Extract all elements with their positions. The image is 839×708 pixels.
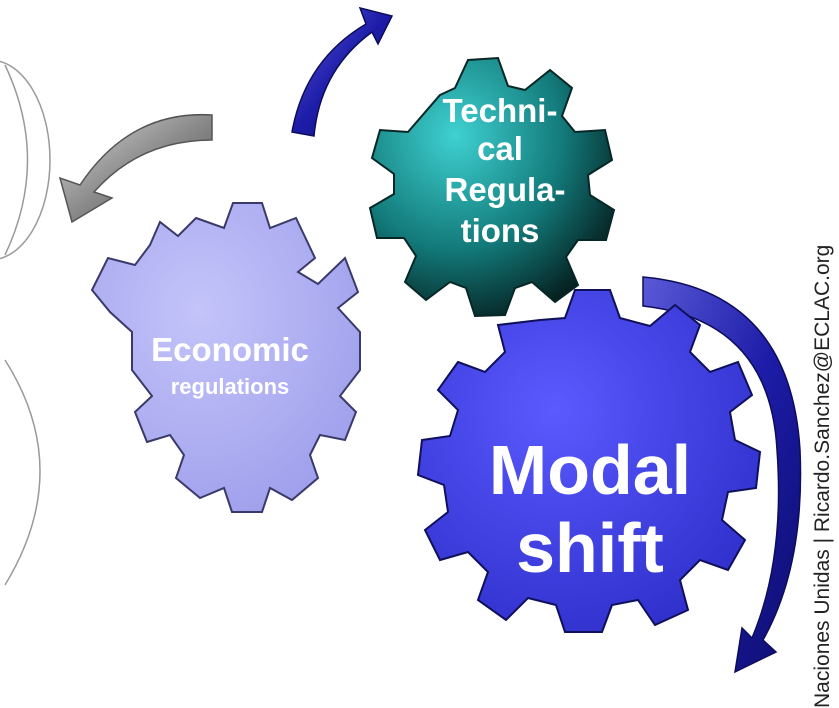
- technical-gear-line-4: tions: [461, 212, 540, 249]
- left-circle-bottom: [4, 359, 41, 586]
- left-circle-top: [0, 60, 51, 260]
- economic-gear-line-1: Economic: [151, 331, 309, 368]
- technical-regulations-gear: Techni- cal Regula- tions: [368, 56, 616, 318]
- vertical-footer-text-container: Naciones Unidas | Ricardo.Sanchez@ECLAC.…: [811, 0, 839, 708]
- technical-gear-line-2: cal: [477, 130, 523, 167]
- modal-gear-line-1: Modal: [489, 431, 691, 509]
- economic-regulations-gear: Economic regulations: [90, 202, 361, 513]
- technical-gear-line-3: Regula-: [444, 171, 565, 208]
- blue-curved-arrow-right: [642, 276, 802, 674]
- left-circle-top-edge: [4, 64, 29, 256]
- modal-gear-line-2: shift: [516, 509, 664, 587]
- vertical-footer-text: Naciones Unidas | Ricardo.Sanchez@ECLAC.…: [811, 244, 834, 708]
- gray-curved-arrow: [58, 113, 213, 224]
- blue-curved-arrow-top: [291, 6, 394, 137]
- technical-gear-line-1: Techni-: [443, 92, 558, 129]
- modal-shift-gear: Modal shift: [416, 289, 762, 633]
- economic-gear-line-2: regulations: [171, 374, 290, 399]
